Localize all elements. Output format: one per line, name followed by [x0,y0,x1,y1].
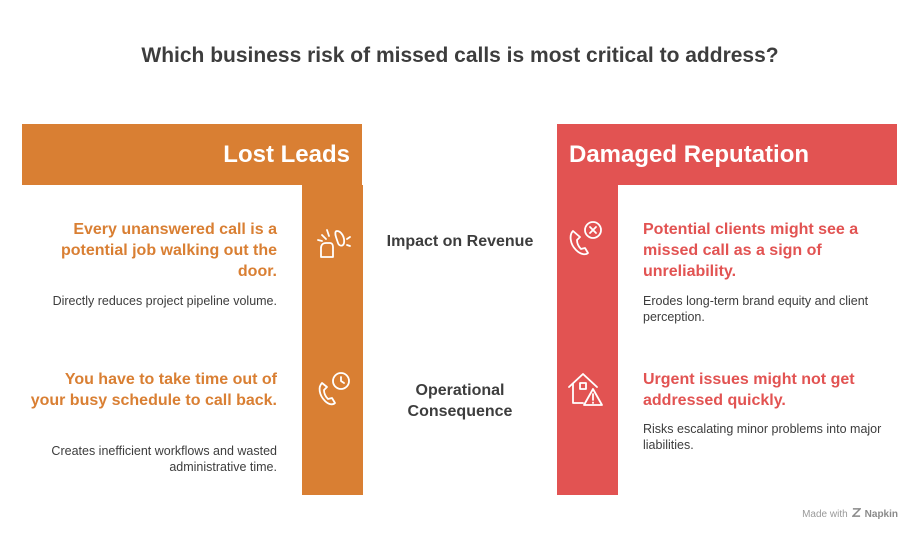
reputation-revenue-lead: Potential clients might see a missed cal… [643,221,859,280]
header-damaged-reputation: Damaged Reputation [557,124,897,185]
missed-call-icon [565,219,605,259]
reputation-revenue-desc: Erodes long-term brand equity and client… [643,294,869,324]
reputation-operational-desc: Risks escalating minor problems into maj… [643,422,882,452]
page-title: Which business risk of missed calls is m… [141,44,779,67]
header-damaged-reputation-label: Damaged Reputation [569,140,810,168]
footer-brand: Napkin [864,508,898,520]
footer-prefix: Made with [802,508,848,520]
lost-leads-revenue-lead: Every unanswered call is a potential job… [61,221,277,280]
phone-ringing-icon [313,223,353,263]
footer-credit: Made with Napkin [802,508,898,520]
row-label-impact-on-revenue: Impact on Revenue [386,233,534,250]
row-label-operational-consequence: Operational Consequence [407,382,513,420]
header-lost-leads: Lost Leads [22,124,362,185]
lost-leads-operational-desc: Creates inefficient workflows and wasted… [51,444,277,474]
reputation-operational-lead: Urgent issues might not get addressed qu… [643,371,855,409]
house-warning-icon [565,369,605,409]
header-lost-leads-label: Lost Leads [223,140,350,168]
damaged-reputation-column [557,185,618,495]
phone-clock-icon [313,369,353,409]
lost-leads-column [301,185,363,495]
lost-leads-operational-lead: You have to take time out of your busy s… [30,371,277,409]
napkin-logo-icon [850,508,862,520]
lost-leads-revenue-desc: Directly reduces project pipeline volume… [52,294,277,308]
